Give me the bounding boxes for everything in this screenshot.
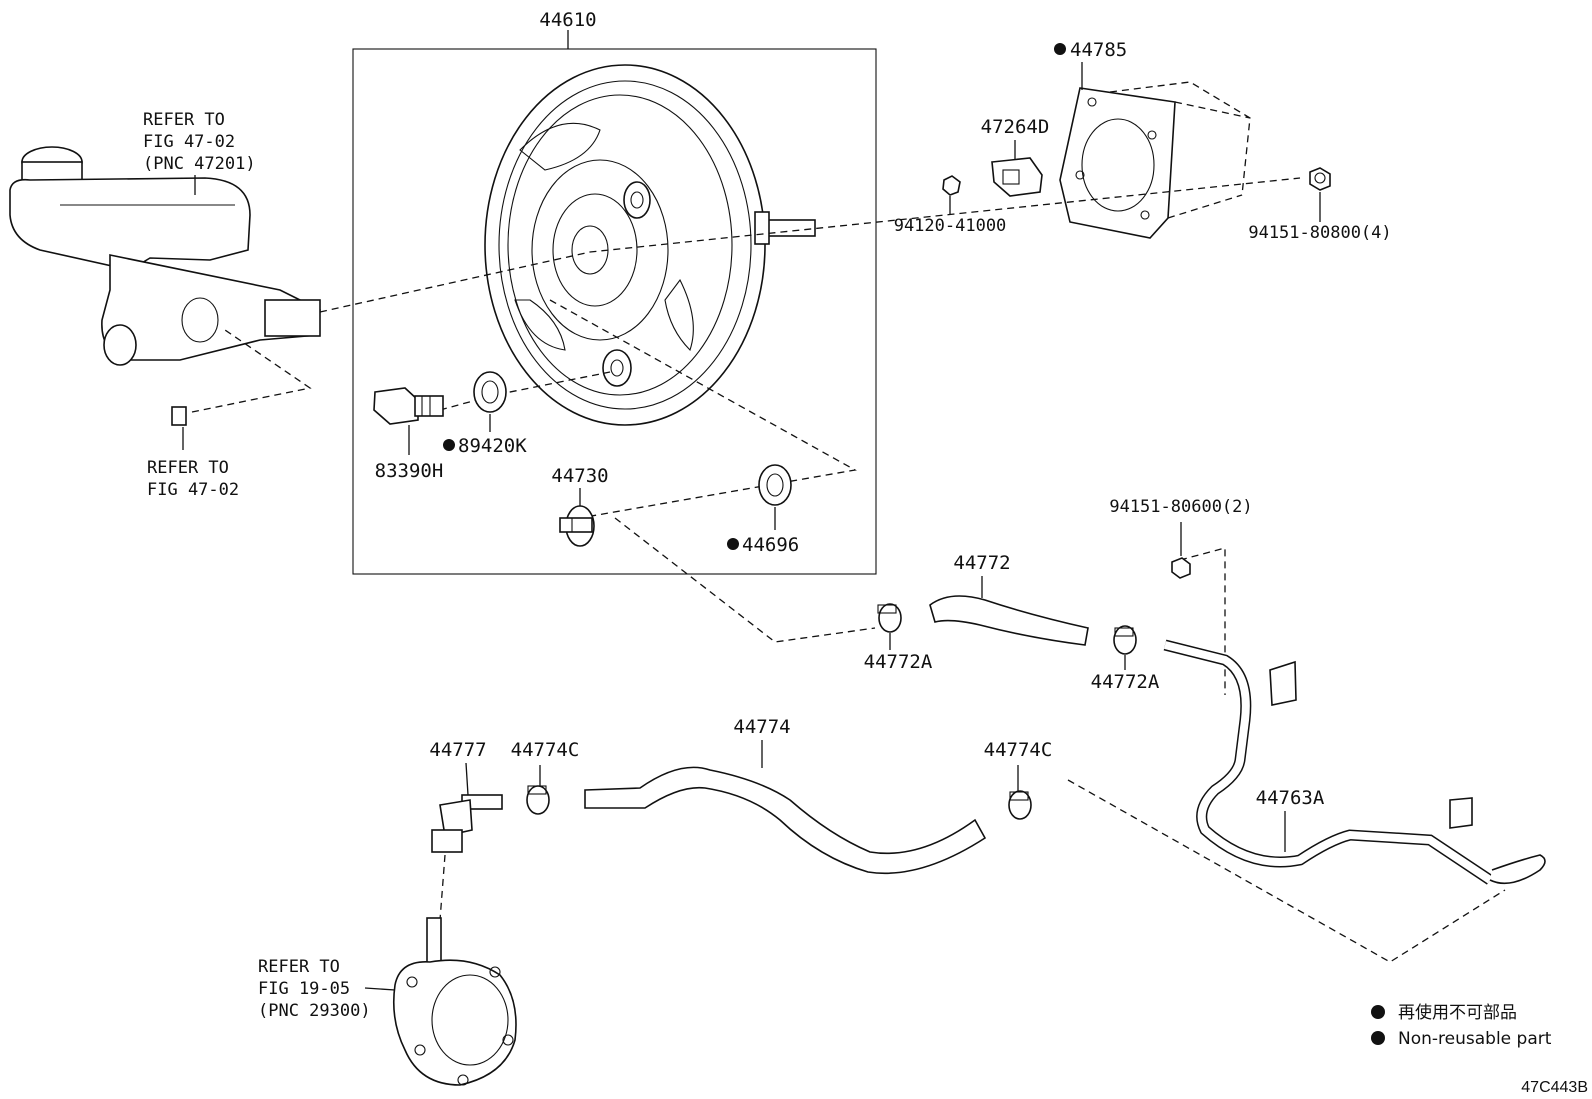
diagram-code: 47C443B [1521, 1079, 1588, 1096]
gasket-44785 [1059, 81, 1251, 239]
nut-94120-41000 [942, 175, 961, 196]
ref-nut-line2: FIG 47-02 [147, 480, 239, 500]
nut-94151-80800 [1309, 167, 1331, 191]
hose-44774 [584, 766, 987, 875]
clamp-44772a-left [877, 603, 902, 633]
label-44774c-left: 44774C [511, 739, 580, 761]
clamp-44772a-right [1113, 625, 1137, 655]
hose-44772 [929, 595, 1089, 646]
label-44730: 44730 [551, 465, 608, 487]
ref-pump-line1: REFER TO [258, 957, 340, 977]
nonreusable-dot [727, 538, 739, 550]
label-44772a-left: 44772A [864, 651, 933, 673]
bracket-47264d [991, 157, 1043, 197]
legend-dot [1371, 1031, 1385, 1045]
pipe-44763a [1163, 639, 1546, 885]
brake-booster [484, 64, 816, 426]
label-44772: 44772 [953, 552, 1010, 574]
legend-en: Non-reusable part [1398, 1029, 1552, 1049]
label-83390h: 83390H [375, 460, 444, 482]
legend-dot [1371, 1005, 1385, 1019]
label-44772a-right: 44772A [1091, 671, 1160, 693]
label-44774: 44774 [733, 716, 790, 738]
legend: 再使用不可部品 Non-reusable part [1371, 1002, 1552, 1049]
nut-94151-80600 [1171, 557, 1191, 579]
master-cylinder [9, 146, 321, 366]
ref-pump-line2: FIG 19-05 [258, 979, 350, 999]
label-44610: 44610 [539, 9, 596, 31]
grommet-44696 [758, 464, 792, 506]
label-44777: 44777 [429, 739, 486, 761]
label-47264d: 47264D [981, 116, 1050, 138]
label-44785: 44785 [1070, 39, 1127, 61]
label-44774c-right: 44774C [984, 739, 1053, 761]
ref-nut-line1: REFER TO [147, 458, 229, 478]
grommet-89420k [473, 371, 507, 413]
label-89420k: 89420K [458, 435, 527, 457]
ref-master-line1: REFER TO [143, 110, 225, 130]
nonreusable-dot [1054, 43, 1066, 55]
legend-jp: 再使用不可部品 [1398, 1002, 1517, 1023]
ref-pump-line3: (PNC 29300) [258, 1001, 371, 1021]
label-44763a: 44763A [1256, 787, 1325, 809]
label-94151-80600: 94151-80600(2) [1109, 497, 1252, 517]
label-44696: 44696 [742, 534, 799, 556]
ref-master-line3: (PNC 47201) [143, 154, 256, 174]
check-valve-44730 [559, 505, 595, 547]
booster-assembly-frame [352, 48, 877, 575]
sensor-83390h [373, 387, 444, 425]
nonreusable-dot [443, 439, 455, 451]
clamp-44774c-right [1008, 790, 1032, 820]
clamp-44774c-left [526, 785, 550, 815]
union-44777 [431, 794, 503, 853]
ref-master-line2: FIG 47-02 [143, 132, 235, 152]
vacuum-pump [392, 917, 517, 1086]
label-94120-41000: 94120-41000 [894, 216, 1007, 236]
label-94151-80800: 94151-80800(4) [1248, 223, 1391, 243]
master-nut [171, 406, 187, 426]
